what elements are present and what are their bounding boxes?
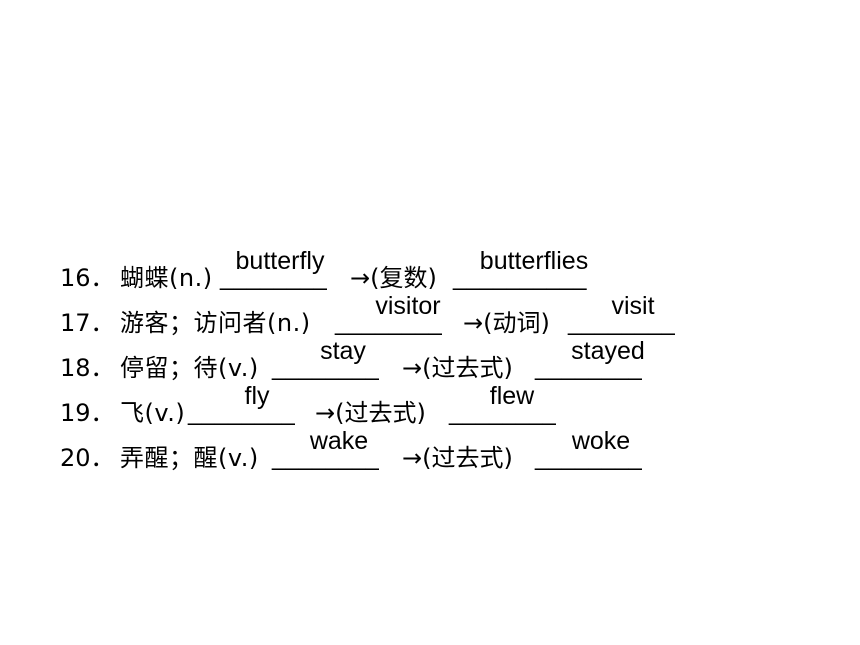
answer-blank-2: __________ xyxy=(453,264,587,291)
item-prompt: 飞(v.) xyxy=(120,399,186,427)
arrow-label: →(过去式) xyxy=(402,444,513,472)
exercise-row-16: 16． 蝴蝶(n.) ________ butterfly →(复数) ____… xyxy=(60,247,840,298)
item-prompt: 停留；待(v.) xyxy=(120,354,259,382)
item-number: 20． xyxy=(60,444,115,472)
arrow-label: →(复数) xyxy=(350,264,437,292)
arrow-label: →(动词) xyxy=(463,309,550,337)
handwritten-answer-1: stay xyxy=(320,337,366,365)
handwritten-answer-2: stayed xyxy=(571,337,645,365)
item-number: 19． xyxy=(60,399,115,427)
item-number: 16． xyxy=(60,264,115,292)
exercise-row-20: 20． 弄醒；醒(v.) ________ wake →(过去式) ______… xyxy=(60,427,840,478)
answer-blank-1: ________ xyxy=(220,264,327,291)
arrow-label: →(过去式) xyxy=(315,399,426,427)
answer-blank-1: ________ xyxy=(335,309,442,336)
exercise-row-18: 18． 停留；待(v.) ________ stay →(过去式) ______… xyxy=(60,337,840,388)
handwritten-answer-2: butterflies xyxy=(479,247,589,275)
handwritten-answer-1: visitor xyxy=(375,292,441,320)
answer-blank-2: ________ xyxy=(568,309,675,336)
handwritten-answer-2: visit xyxy=(611,292,655,320)
exercise-row-19: 19． 飞(v.) ________ fly →(过去式) ________ f… xyxy=(60,382,840,433)
handwritten-answer-1: fly xyxy=(244,382,270,410)
handwritten-answer-2: woke xyxy=(571,427,631,455)
handwritten-answer-2: flew xyxy=(489,382,535,410)
item-number: 18． xyxy=(60,354,115,382)
item-number: 17． xyxy=(60,309,115,337)
answer-blank-1: ________ xyxy=(272,444,379,471)
item-prompt: 弄醒；醒(v.) xyxy=(120,444,259,472)
answer-blank-1: ________ xyxy=(272,354,379,381)
arrow-label: →(过去式) xyxy=(402,354,513,382)
answer-blank-2: ________ xyxy=(535,444,642,471)
answer-blank-1: ________ xyxy=(188,399,295,426)
handwritten-answer-1: butterfly xyxy=(235,247,325,275)
handwritten-answer-1: wake xyxy=(309,427,369,455)
item-prompt: 蝴蝶(n.) xyxy=(120,264,213,292)
answer-blank-2: ________ xyxy=(535,354,642,381)
exercise-row-17: 17． 游客；访问者(n.) ________ visitor →(动词) __… xyxy=(60,292,840,343)
answer-blank-2: ________ xyxy=(449,399,556,426)
item-prompt: 游客；访问者(n.) xyxy=(120,309,311,337)
